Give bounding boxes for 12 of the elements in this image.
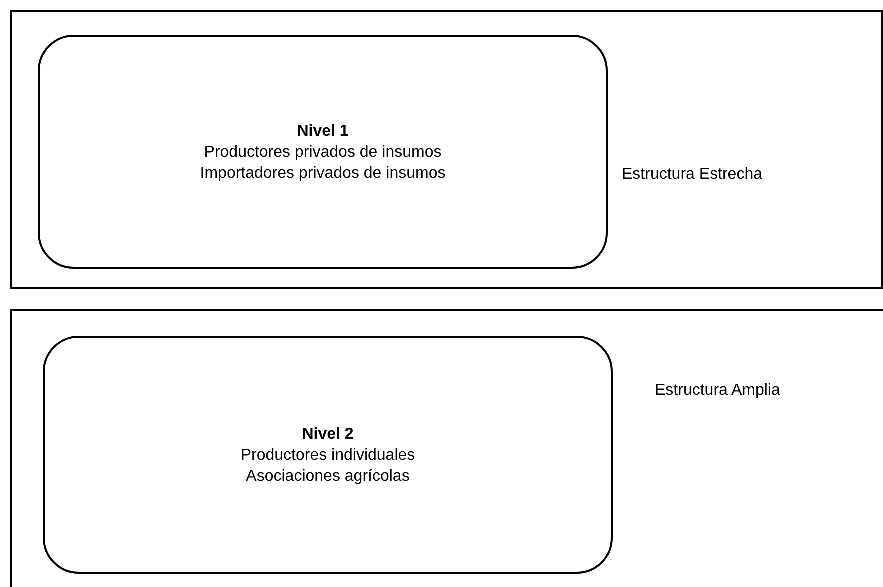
structure-label: Estructura Amplia bbox=[655, 382, 780, 400]
box-text: Importadores privados de insumos bbox=[200, 164, 446, 184]
panel bbox=[10, 309, 883, 587]
rounded-box bbox=[43, 336, 613, 574]
panel bbox=[10, 10, 883, 289]
rounded-box bbox=[38, 35, 608, 269]
structure-label: Estructura Estrecha bbox=[622, 166, 762, 184]
level-heading: Nivel 1 bbox=[297, 122, 349, 142]
box-text: Productores privados de insumos bbox=[204, 142, 442, 162]
box-text: Asociaciones agrícolas bbox=[246, 466, 410, 486]
level-heading: Nivel 2 bbox=[302, 424, 354, 444]
box-text: Productores individuales bbox=[240, 446, 416, 466]
